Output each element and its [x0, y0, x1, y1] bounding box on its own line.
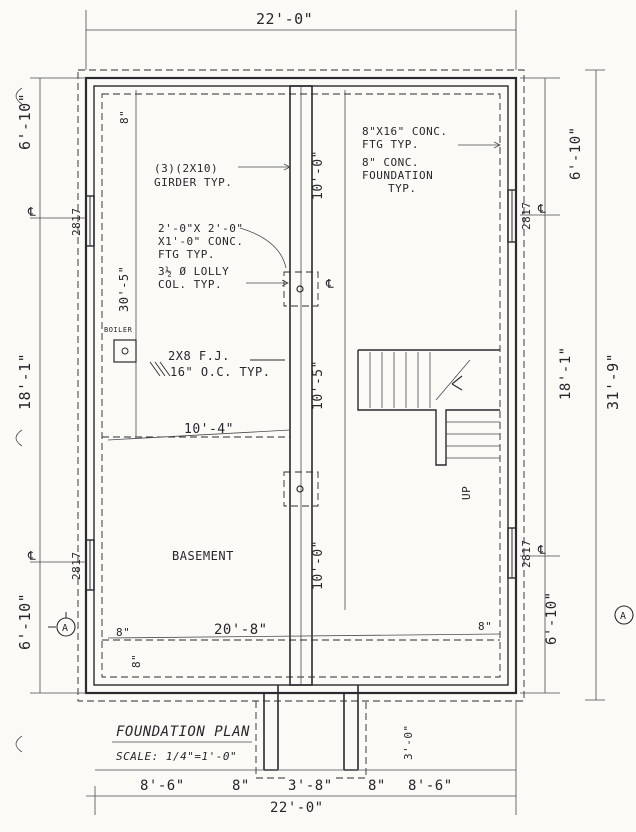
- dim-right-middle: 18'-1": [558, 346, 574, 400]
- centerline-left-bottom: ℄: [27, 549, 36, 563]
- section-marker-right: [614, 605, 634, 625]
- center-girder: [289, 85, 313, 686]
- window-label-br: 2817: [520, 540, 533, 569]
- dim-bottom-seg-3: 3'-8": [288, 778, 333, 794]
- dim-bottom-seg-4: 8": [368, 778, 386, 794]
- label-basement: BASEMENT: [172, 549, 234, 563]
- cross-beams: [102, 429, 501, 641]
- wall-thk-bottom-left-2: 8": [130, 654, 143, 668]
- wall-thk-bottom-right: 8": [478, 620, 492, 633]
- window-label-tr: 2817: [520, 202, 533, 231]
- label-stair-up: UP: [460, 486, 473, 500]
- dim-left-bottom: 6'-10": [16, 593, 34, 650]
- areaway: [255, 685, 367, 779]
- section-label-right: A: [620, 611, 627, 622]
- centerline-column: ℄: [325, 277, 334, 291]
- note-lolly-2: COL. TYP.: [158, 278, 222, 291]
- dim-beam-middle: 10'-5": [311, 360, 326, 410]
- note-ftg-2: X1'-0" CONC.: [158, 235, 243, 248]
- section-label-left: A: [62, 623, 69, 634]
- centerline-right-bottom: ℄: [537, 543, 546, 557]
- leader-arrows: [238, 141, 501, 287]
- note-joist-2: 16" O.C. TYP.: [170, 365, 270, 379]
- dim-left-top: 6'-10": [16, 93, 34, 150]
- dimension-lines: [30, 10, 605, 815]
- dim-bottom-span: 20'-8": [214, 622, 268, 638]
- plan-scale: SCALE: 1/4"=1'-0": [116, 750, 237, 763]
- note-joist-1: 2X8 F.J.: [168, 349, 230, 363]
- dim-bottom-seg-2: 8": [232, 778, 250, 794]
- note-girder-1: (3)(2X10): [154, 162, 218, 175]
- dim-right-top: 6'-10": [568, 126, 584, 180]
- wall-thk-top-left: 8": [118, 110, 131, 124]
- window-label-tl: 2817: [70, 208, 83, 237]
- boiler-symbol: [113, 339, 137, 363]
- note-conc-fdn-2: FOUNDATION: [362, 169, 433, 182]
- windows: [85, 189, 517, 591]
- window-label-bl: 2817: [70, 552, 83, 581]
- dim-right-overall: 31'-9": [604, 353, 622, 410]
- boiler-flue: [121, 347, 129, 355]
- dim-left-span: 30'-5": [117, 266, 131, 312]
- stair: [357, 349, 500, 466]
- dim-bottom-seg-1: 8'-6": [140, 778, 185, 794]
- dim-bottom-seg-5: 8'-6": [408, 778, 453, 794]
- plan-title: FOUNDATION PLAN: [116, 724, 250, 740]
- wall-thk-bottom-left: 8": [116, 626, 130, 639]
- note-conc-ftg-2: FTG TYP.: [362, 138, 419, 151]
- joist-symbol: [149, 361, 171, 377]
- note-ftg-3: FTG TYP.: [158, 248, 215, 261]
- dim-cross-beam: 10'-4": [184, 422, 234, 437]
- note-girder-2: GIRDER TYP.: [154, 176, 232, 189]
- note-conc-fdn-3: TYP.: [388, 182, 417, 195]
- dim-beam-bottom: 10'-0": [311, 540, 326, 590]
- dim-top-overall: 22'-0": [256, 10, 313, 28]
- note-lolly-1: 3½ Ø LOLLY: [158, 265, 229, 278]
- note-ftg-1: 2'-0"X 2'-0": [158, 222, 243, 235]
- label-boiler: BOILER: [104, 326, 133, 334]
- section-marker-left: [48, 612, 76, 637]
- note-conc-ftg-1: 8"X16" CONC.: [362, 125, 447, 138]
- inner-dimension-lines: [135, 90, 346, 610]
- dim-left-middle: 18'-1": [16, 353, 34, 410]
- centerline-right-top: ℄: [537, 202, 546, 216]
- hole-punch-marks: [15, 87, 23, 753]
- dim-right-bottom: 6'-10": [544, 591, 560, 645]
- dim-bottom-overall: 22'-0": [270, 800, 324, 816]
- dim-beam-top: 10'-0": [311, 150, 326, 200]
- note-conc-fdn-1: 8" CONC.: [362, 156, 419, 169]
- centerline-left-top: ℄: [27, 205, 36, 219]
- areaway-depth: 3'-0": [402, 724, 415, 760]
- lolly-columns: [283, 271, 319, 507]
